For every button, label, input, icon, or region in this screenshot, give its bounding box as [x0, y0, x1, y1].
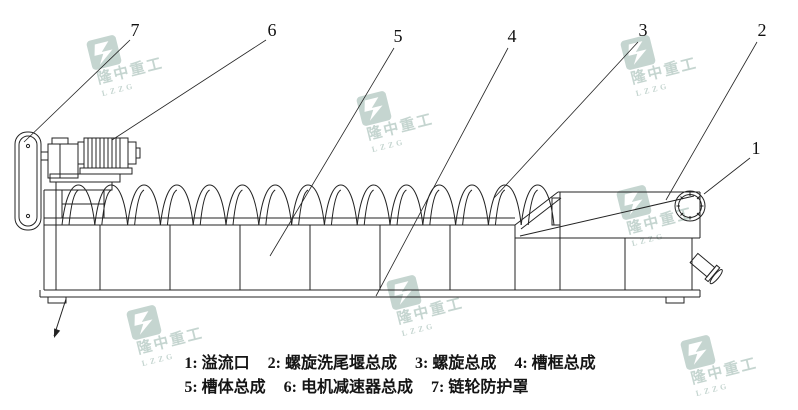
callout-number-5: 5 — [394, 26, 403, 46]
callout-number-2: 2 — [758, 20, 767, 40]
legend-item-1: 1: 溢流口 — [184, 355, 250, 372]
callout-number-3: 3 — [639, 20, 648, 40]
legend-item-3: 3: 螺旋总成 — [415, 355, 497, 372]
leader-line-6 — [111, 39, 267, 141]
leader-line-3 — [493, 41, 639, 199]
legend-item-7: 7: 链轮防护罩 — [431, 379, 529, 396]
discharge-arrow — [53, 298, 67, 338]
leader-line-4 — [375, 47, 509, 297]
callout-leaders — [23, 39, 758, 297]
legend: 1: 溢流口 2: 螺旋洗尾堰总成 3: 螺旋总成 4: 槽框总成 5: 槽体总成 6:… — [0, 352, 798, 400]
callout-number-7: 7 — [131, 20, 140, 40]
watermark-layer — [85, 24, 763, 399]
base-frame — [39, 290, 701, 304]
motor — [77, 137, 141, 175]
overflow-port — [674, 190, 706, 222]
leader-line-7 — [23, 39, 131, 143]
reducer — [47, 137, 79, 179]
legend-item-2: 2: 螺旋洗尾堰总成 — [267, 355, 397, 372]
spiral-assembly — [61, 184, 555, 226]
leader-line-5 — [269, 47, 395, 257]
weir-box — [514, 191, 701, 239]
callout-numbers: 7 6 5 4 3 2 1 — [131, 20, 767, 158]
leader-line-2 — [665, 41, 758, 201]
legend-item-6: 6: 电机减速器总成 — [283, 379, 413, 396]
legend-item-4: 4: 槽框总成 — [514, 355, 596, 372]
leader-line-1 — [703, 157, 751, 195]
discharge-pipe — [689, 252, 723, 285]
chain-guard — [14, 131, 48, 231]
legend-row-2: 5: 槽体总成 6: 电机减速器总成 7: 链轮防护罩 — [184, 376, 613, 400]
legend-item-5: 5: 槽体总成 — [184, 379, 266, 396]
legend-row-1: 1: 溢流口 2: 螺旋洗尾堰总成 3: 螺旋总成 4: 槽框总成 — [184, 352, 613, 376]
callout-number-6: 6 — [268, 20, 277, 40]
callout-number-4: 4 — [508, 26, 517, 46]
legend-inner: 1: 溢流口 2: 螺旋洗尾堰总成 3: 螺旋总成 4: 槽框总成 5: 槽体总成 6:… — [184, 352, 613, 400]
callout-number-1: 1 — [752, 138, 761, 158]
machine-drawing — [14, 131, 723, 338]
drive-pedestal — [49, 173, 121, 218]
trough-body — [43, 189, 700, 291]
